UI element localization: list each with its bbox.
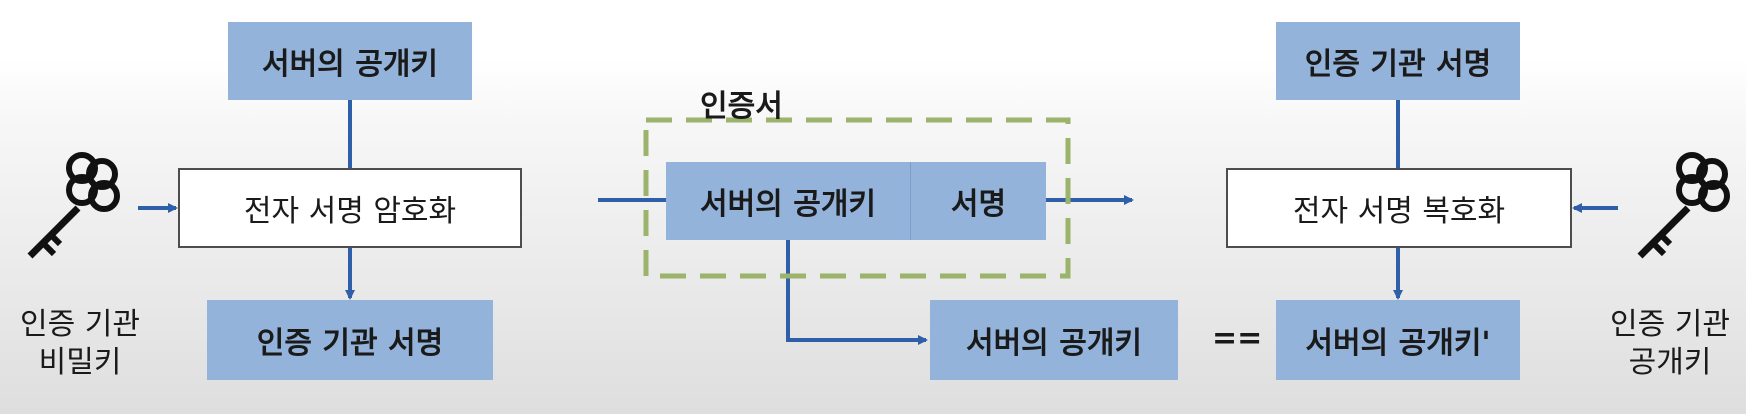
ca-public-key-line2: 공개키 — [1628, 345, 1712, 380]
cert-signature-box: 서명 — [910, 162, 1046, 240]
certificate-label: 인증서 — [700, 89, 783, 124]
decrypt-box: 전자 서명 복호화 — [1226, 168, 1572, 248]
encrypt-label: 전자 서명 암호화 — [243, 194, 457, 229]
server-public-key-box: 서버의 공개키 — [228, 22, 472, 100]
result-public-key-box: 서버의 공개키' — [1276, 300, 1520, 380]
server-public-key-label: 서버의 공개키 — [261, 47, 439, 82]
cert-signature-label: 서명 — [950, 187, 1007, 222]
key-icon — [27, 152, 120, 259]
ca-private-key-line2: 비밀키 — [38, 345, 122, 380]
encrypt-box: 전자 서명 암호화 — [178, 168, 522, 248]
cert-public-key-box: 서버의 공개키 — [666, 162, 910, 240]
ca-public-key-line1: 인증 기관 — [1610, 307, 1730, 342]
ca-signature-label: 인증 기관 서명 — [256, 326, 444, 361]
ca-private-key-line1: 인증 기관 — [20, 307, 140, 342]
equals-sign: == — [1212, 321, 1263, 356]
certificate-dashed-border — [643, 117, 1071, 279]
key-icon — [1637, 152, 1730, 259]
output-public-key-label: 서버의 공개키 — [965, 326, 1143, 361]
arrow-cert-to-output-pubkey — [786, 238, 928, 345]
output-public-key-box: 서버의 공개키 — [930, 300, 1178, 380]
ca-private-key-caption: 인증 기관 비밀키 — [10, 306, 150, 382]
ca-public-key-caption: 인증 기관 공개키 — [1600, 306, 1740, 382]
result-public-key-label: 서버의 공개키' — [1305, 326, 1491, 361]
decrypt-label: 전자 서명 복호화 — [1292, 194, 1506, 229]
right-ca-signature-label: 인증 기관 서명 — [1304, 47, 1492, 82]
cert-public-key-label: 서버의 공개키 — [699, 187, 877, 222]
right-ca-signature-box: 인증 기관 서명 — [1276, 22, 1520, 100]
ca-signature-box: 인증 기관 서명 — [207, 300, 493, 380]
